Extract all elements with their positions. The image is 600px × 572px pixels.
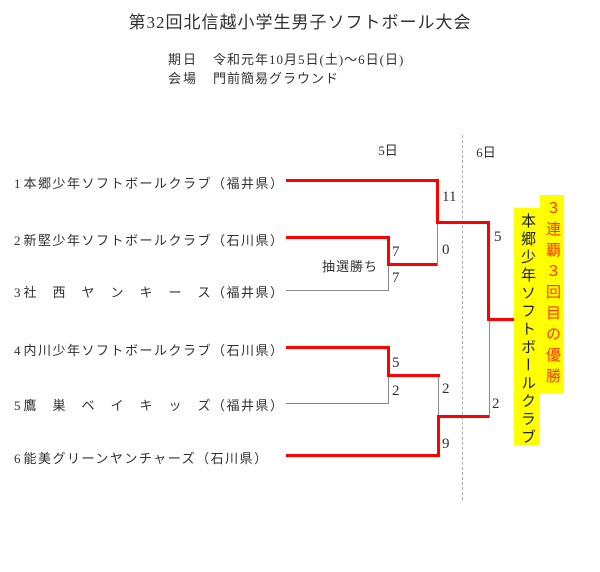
date-label: 期日 <box>168 52 199 67</box>
match23-vertical-loser <box>388 266 389 291</box>
final-vertical-loser <box>489 321 490 418</box>
score-match23-top: 7 <box>392 244 400 260</box>
team-seed: 3 <box>14 285 21 300</box>
day6-header: 6日 <box>476 145 496 160</box>
semi1-winner-advance-line <box>436 221 490 224</box>
date-value: 令和元年10月5日(土)～6日(日) <box>213 52 405 67</box>
team-name: 内川少年ソフトボールクラブ（石川県） <box>23 343 285 358</box>
score-final-bottom: 2 <box>492 396 500 412</box>
venue-label: 会場 <box>168 71 199 86</box>
team-name: 鷹 巣 ベ イ キ ッ ズ（福井県） <box>23 398 285 413</box>
semi1-vertical-winner <box>436 179 439 224</box>
day-separator-line <box>462 135 463 500</box>
team-name: 新堅少年ソフトボールクラブ（石川県） <box>23 233 285 248</box>
team-seed: 6 <box>14 451 21 466</box>
day5-header: 5日 <box>378 143 398 158</box>
match23-winner-advance-line <box>387 263 438 266</box>
team-name: 社 西 ヤ ン キ ー ス（福井県） <box>23 285 285 300</box>
champion-line <box>487 318 515 321</box>
bracket-line-team1 <box>286 179 438 182</box>
match45-vertical-winner <box>387 346 390 377</box>
score-match45-bottom: 2 <box>392 383 400 399</box>
score-match23-bottom: 7 <box>392 270 400 286</box>
bracket-line-team3 <box>286 290 389 291</box>
bracket-line-team2 <box>286 236 390 239</box>
team-name: 能美グリーンヤンチャーズ（石川県） <box>23 451 269 466</box>
final-vertical-winner <box>487 221 490 321</box>
bracket-line-team6 <box>286 454 440 457</box>
semi2-winner-advance-line <box>437 415 490 418</box>
team-seed: 4 <box>14 343 21 358</box>
score-semi2-bottom: 9 <box>442 436 450 452</box>
semi2-vertical-loser <box>438 377 439 418</box>
venue-value: 門前簡易グラウンド <box>213 71 340 86</box>
lottery-win-note: 抽選勝ち <box>322 259 379 274</box>
champion-name-highlight: 本郷少年ソフトボールクラブ <box>514 208 540 447</box>
score-semi1-top: 11 <box>442 189 457 205</box>
champion-note-highlight: ３連覇３回目の優勝 <box>540 195 564 393</box>
match45-winner-advance-line <box>387 374 440 377</box>
page-title: 第32回北信越小学生男子ソフトボール大会 <box>128 13 472 32</box>
score-final-top: 5 <box>494 229 502 245</box>
team-seed: 1 <box>14 176 21 191</box>
bracket-line-team4 <box>286 346 390 349</box>
team-name: 本郷少年ソフトボールクラブ（福井県） <box>23 176 285 191</box>
match23-vertical-winner <box>387 236 390 266</box>
semi1-vertical-loser <box>437 224 438 266</box>
score-match45-top: 5 <box>392 355 400 371</box>
match45-vertical-loser <box>388 377 389 404</box>
score-semi2-top: 2 <box>442 381 450 397</box>
score-semi1-bottom: 0 <box>442 242 450 258</box>
semi2-vertical-winner <box>437 415 440 457</box>
bracket-line-team5 <box>286 403 389 404</box>
team-seed: 5 <box>14 398 21 413</box>
team-seed: 2 <box>14 233 21 248</box>
